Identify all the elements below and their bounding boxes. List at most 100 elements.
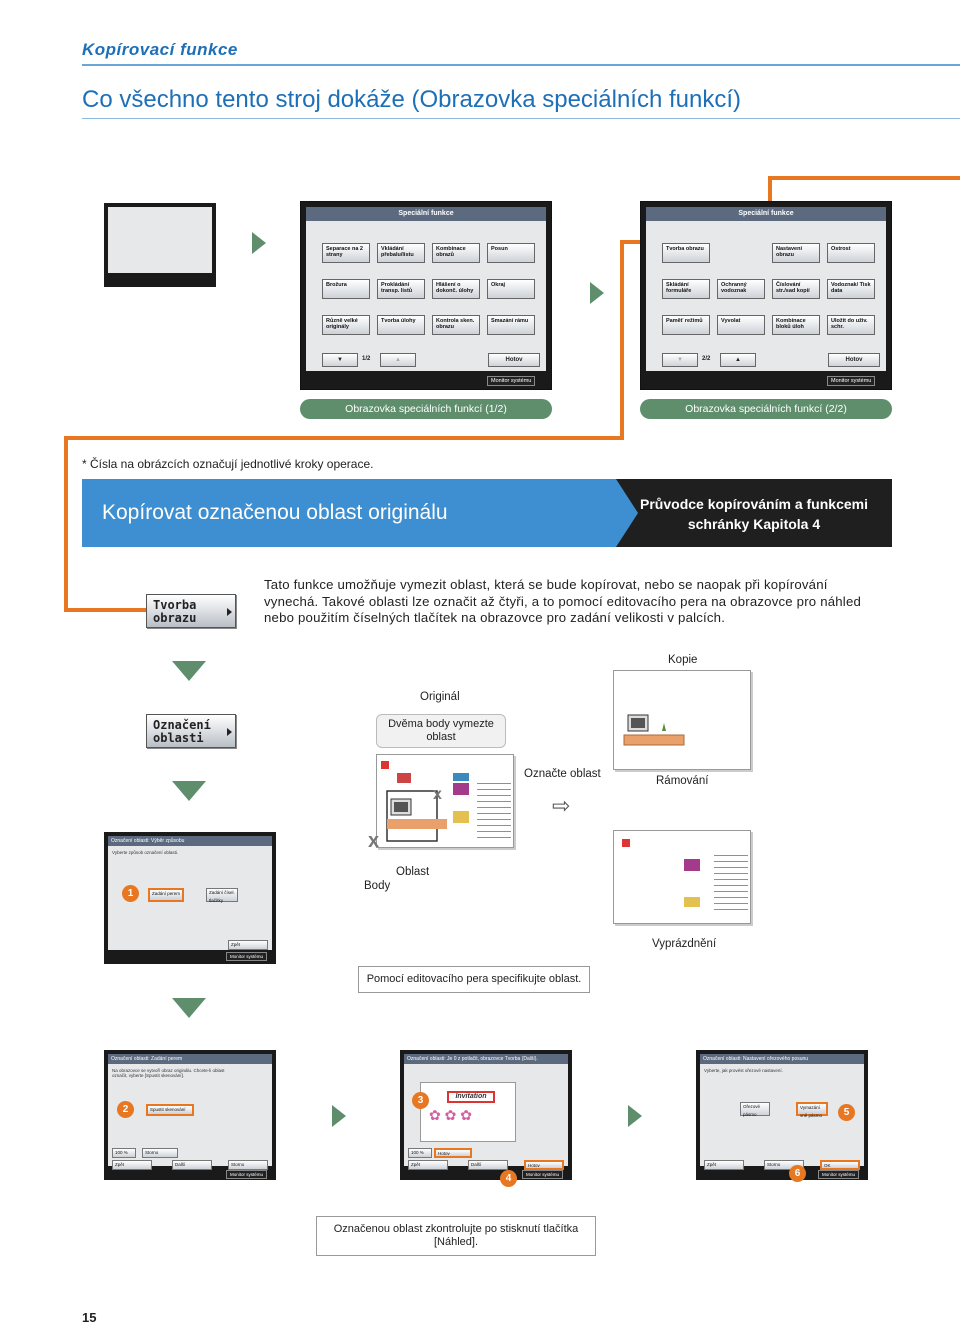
guide-line-1: Průvodce kopírováním a funkcemi: [640, 496, 868, 512]
copy-page-preview: [613, 670, 751, 770]
system-monitor-button[interactable]: Monitor systému: [226, 952, 268, 961]
section-title: Kopírovací funkce: [82, 40, 238, 59]
system-monitor-button[interactable]: Monitor systému: [827, 376, 876, 386]
back-button[interactable]: Zpět: [704, 1160, 744, 1170]
zoom-field[interactable]: 100 %: [112, 1148, 136, 1158]
mark-area-label: Označte oblast: [524, 768, 601, 780]
screen-prompt: Vyberte způsob označení oblasti.: [112, 850, 179, 855]
svg-text:x: x: [433, 786, 442, 803]
function-button[interactable]: Kombinace bloků úloh: [772, 315, 820, 335]
confirm-instruction-box: Označenou oblast zkontrolujte po stisknu…: [316, 1216, 596, 1256]
frame-option-button[interactable]: Ořezové pásmo: [740, 1102, 770, 1117]
flower-icon: ✿ ✿ ✿: [429, 1107, 472, 1123]
screen-caption-1: Obrazovka speciálních funkcí (1/2): [300, 399, 552, 419]
keypad-entry-button[interactable]: Zadání čísel. tlačítky: [206, 888, 238, 903]
original-label: Originál: [420, 691, 460, 703]
page-up-button[interactable]: ▲: [720, 353, 756, 367]
page-title: Co všechno tento stroj dokáže (Obrazovka…: [82, 86, 741, 113]
function-button[interactable]: Různě velké originály: [322, 315, 370, 335]
cleared-copy-page: [613, 830, 751, 924]
flow-arrow-down: [172, 998, 206, 1018]
done-button[interactable]: Hotov: [524, 1160, 564, 1170]
function-button[interactable]: Vyvolat: [717, 315, 765, 335]
screen-title: Označení oblasti: Nastavení ořezového po…: [700, 1054, 864, 1064]
function-button[interactable]: Vkládání přebalu/listu: [377, 243, 425, 263]
next-button[interactable]: Další: [172, 1160, 212, 1170]
function-button[interactable]: Nastavení obrazu: [772, 243, 820, 263]
page-up-button[interactable]: ▲: [380, 353, 416, 367]
special-functions-screen-1: Speciální funkce Separace na 2 strany Vk…: [300, 201, 552, 390]
function-button[interactable]: Uložit do uživ. schr.: [827, 315, 875, 335]
pen-entry-screen: Označení oblasti: Zadání perem Na obrazo…: [104, 1050, 276, 1180]
button-label: Tvorba obrazu: [153, 598, 197, 625]
function-button[interactable]: Tvorba obrazu: [662, 243, 710, 263]
system-monitor-button[interactable]: Monitor systému: [226, 1170, 268, 1179]
zoom-field[interactable]: 100 %: [408, 1148, 432, 1158]
function-button[interactable]: Prokládání transp. listů: [377, 279, 425, 299]
function-button[interactable]: Smazání rámu: [487, 315, 535, 335]
flow-arrow-down: [172, 661, 206, 681]
pen-instruction-box: Pomocí editovacího pera specifikujte obl…: [358, 966, 590, 993]
area-label: Oblast: [396, 866, 430, 878]
screen-title: Označení oblasti: Zadání perem: [108, 1054, 272, 1064]
function-button[interactable]: Paměť režimů: [662, 315, 710, 335]
step-badge: 6: [789, 1165, 806, 1182]
points-label: Body: [364, 880, 391, 892]
page-down-button[interactable]: ▼: [322, 353, 358, 367]
done-button[interactable]: Hotov: [488, 353, 540, 367]
system-monitor-button[interactable]: Monitor systému: [487, 376, 536, 386]
back-button[interactable]: Zpět: [112, 1160, 152, 1170]
clearing-label: Vyprázdnění: [652, 938, 717, 950]
function-button[interactable]: Vodoznak/ Tisk data: [827, 279, 875, 299]
framing-label: Rámování: [656, 775, 709, 787]
function-button[interactable]: Okraj: [487, 279, 535, 299]
page-down-button[interactable]: ▼: [662, 353, 698, 367]
function-button[interactable]: Skládání formuláře: [662, 279, 710, 299]
oznaceni-oblasti-button[interactable]: Označení oblasti: [146, 714, 236, 748]
function-button[interactable]: Ochranný vodoznak: [717, 279, 765, 299]
done-field[interactable]: Hotov: [434, 1148, 472, 1158]
function-button[interactable]: Separace na 2 strany: [322, 243, 370, 263]
tvorba-obrazu-button[interactable]: Tvorba obrazu: [146, 594, 236, 628]
original-illustration: x: [381, 761, 469, 842]
screen-title: Označení oblasti: Je 0 z potlačit, obraz…: [404, 1054, 568, 1064]
system-monitor-button[interactable]: Monitor systému: [522, 1170, 564, 1179]
guide-reference: Průvodce kopírováním a funkcemi schránky…: [616, 479, 892, 547]
chevron-right-icon: [227, 608, 232, 616]
route-line-to-step: [64, 608, 146, 612]
start-scan-button[interactable]: Spustit skenování: [146, 1104, 194, 1116]
cancel-button[interactable]: Storno: [764, 1160, 804, 1170]
screen-title: Označení oblasti: Výběr způsobu: [108, 836, 272, 846]
banner-arrow: [616, 479, 638, 547]
ok-button[interactable]: OK: [820, 1160, 860, 1170]
back-button[interactable]: Zpět: [408, 1160, 448, 1170]
point-marker-icon: x: [368, 830, 380, 852]
flow-arrow-right: [252, 232, 266, 254]
next-button[interactable]: Další: [468, 1160, 508, 1170]
route-line-horizontal-top: [768, 176, 960, 180]
page-number: 15: [82, 1310, 97, 1325]
page-indicator: 2/2: [702, 356, 711, 362]
function-button[interactable]: Brožura: [322, 279, 370, 299]
done-button[interactable]: Hotov: [828, 353, 880, 367]
pen-entry-button[interactable]: Zadání perem: [148, 888, 184, 902]
function-button[interactable]: Ostrost: [827, 243, 875, 263]
section-rule: [82, 64, 960, 66]
function-button[interactable]: Hlášení o dokonč. úlohy: [432, 279, 480, 299]
function-button[interactable]: Číslování str./sad kopií: [772, 279, 820, 299]
screen-prompt: Vyberte, jak provést ořezové nastavení.: [704, 1068, 783, 1073]
clear-option-button[interactable]: Vymazání vně pásmo: [796, 1102, 828, 1118]
function-button[interactable]: Posun: [487, 243, 535, 263]
flow-arrow-right: [590, 282, 604, 304]
function-button[interactable]: Kontrola sken. obrazu: [432, 315, 480, 335]
cancel-button[interactable]: Storno: [228, 1160, 268, 1170]
preview-area[interactable]: Invitation ✿ ✿ ✿: [420, 1082, 516, 1142]
cancel-field[interactable]: Storno: [142, 1148, 178, 1158]
screen-title: Speciální funkce: [646, 207, 886, 221]
function-button[interactable]: Tvorba úlohy: [377, 315, 425, 335]
page-indicator: 1/2: [362, 356, 371, 362]
screen-title: Speciální funkce: [306, 207, 546, 221]
function-button[interactable]: Kombinace obrazů: [432, 243, 480, 263]
back-button[interactable]: Zpět: [228, 940, 268, 950]
system-monitor-button[interactable]: Monitor systému: [818, 1170, 860, 1179]
